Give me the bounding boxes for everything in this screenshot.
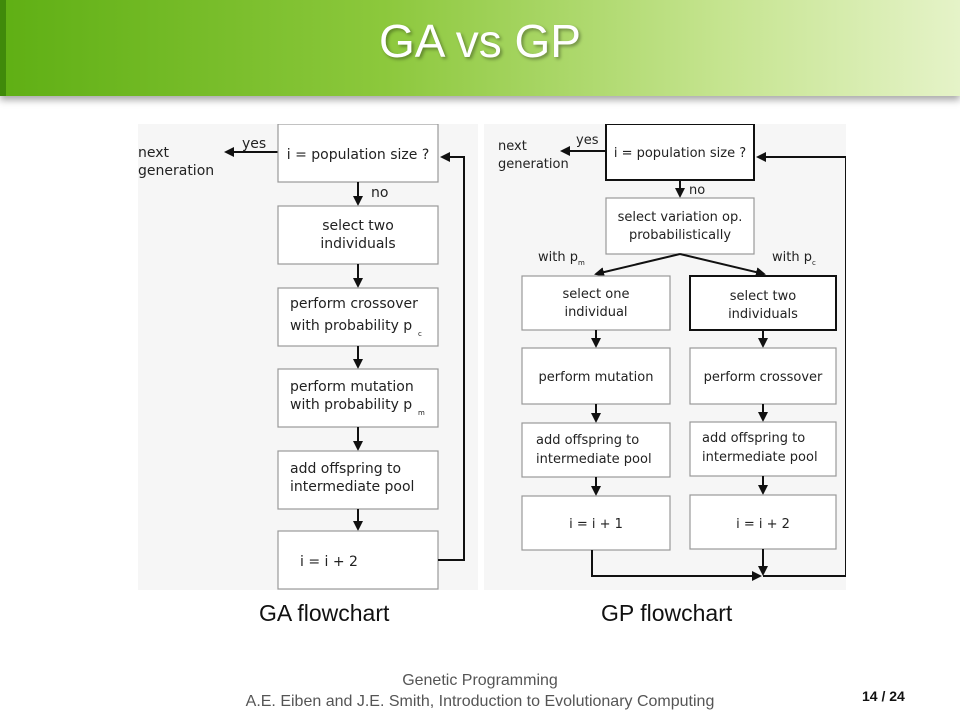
gp-crossover-text: perform crossover [704,370,823,385]
page-number: 14 / 24 [862,688,905,704]
footer-line-2: A.E. Eiben and J.E. Smith, Introduction … [245,693,715,710]
gp-select-one-text-2: individual [564,305,627,320]
gp-loop-arrow [756,152,846,577]
ga-no-label: no [371,185,388,201]
gp-increment-left-box [521,495,671,551]
gp-select-op-text-1: select variation op. [618,210,743,225]
ga-yes-label: yes [242,136,266,152]
gp-merge-arrow-left [591,550,762,581]
gp-mutation-box [521,347,671,405]
footer-line-1: Genetic Programming [402,672,558,689]
gp-next-generation-label: next [498,139,527,154]
ga-select-text-1: select two [322,218,394,234]
ga-increment-box [277,530,439,590]
gp-offspring-left-text-2: intermediate pool [536,452,652,467]
ga-next-generation-label: next [138,145,170,161]
ga-population-check-text: i = population size ? [287,147,430,163]
ga-crossover-subscript: c [418,330,422,338]
gp-mutation-text: perform mutation [539,370,654,385]
ga-select-text-2: individuals [320,236,395,252]
gp-population-check-box [605,124,755,181]
ga-offspring-text-2: intermediate pool [290,479,414,495]
ga-loop-arrow [438,152,465,561]
gp-offspring-right-text-2: intermediate pool [702,450,818,465]
gp-select-op-box [605,197,755,255]
gp-offspring-right-text-1: add offspring to [702,431,805,446]
gp-offspring-left-box [521,422,671,478]
ga-mutation-text-1: perform mutation [290,379,414,395]
ga-mutation-box [277,368,439,428]
gp-split-arrow-left [594,253,681,278]
gp-select-two-text-2: individuals [728,307,798,322]
ga-crossover-box [277,287,439,347]
ga-offspring-box [277,450,439,510]
ga-crossover-text-1: perform crossover [290,296,418,312]
ga-flowchart: next generation yes i = population size … [138,124,465,590]
gp-pm-subscript: m [578,259,585,267]
ga-select-box [277,205,439,265]
title-bar [0,0,960,96]
ga-mutation-text-2: with probability p [290,397,412,413]
gp-increment-right-text: i = i + 2 [736,517,790,532]
gp-increment-left-text: i = i + 1 [569,517,623,532]
ga-caption: GA flowchart [259,600,390,626]
gp-population-check-text: i = population size ? [614,146,746,161]
gp-with-pm-label: with p [538,250,578,265]
gp-flowchart-panel: next generation yes i = population size … [484,124,846,590]
ga-population-check-box [277,124,439,183]
gp-offspring-right-box [689,421,837,477]
gp-crossover-box [689,347,837,405]
ga-mutation-subscript: m [418,409,425,417]
gp-with-pc-label: with p [772,250,812,265]
gp-yes-label: yes [576,133,599,148]
gp-pc-subscript: c [812,259,816,267]
gp-select-one-text-1: select one [563,287,630,302]
gp-increment-right-box [689,494,837,550]
gp-split-arrow-right [679,253,766,278]
ga-increment-text: i = i + 2 [300,554,358,570]
ga-next-generation-label-2: generation [138,163,214,179]
gp-offspring-left-text-1: add offspring to [536,433,639,448]
gp-flowchart: next generation yes i = population size … [498,124,846,581]
gp-no-label: no [689,183,705,198]
ga-crossover-text-2: with probability p [290,318,412,334]
ga-flowchart-panel: next generation yes i = population size … [138,124,478,590]
gp-caption: GP flowchart [601,600,733,626]
gp-next-generation-label-2: generation [498,157,569,172]
gp-select-op-text-2: probabilistically [629,228,731,243]
slide-title: GA vs GP [379,15,581,67]
ga-offspring-text-1: add offspring to [290,461,401,477]
gp-select-one-box [521,275,671,331]
gp-select-two-text-1: select two [730,289,796,304]
